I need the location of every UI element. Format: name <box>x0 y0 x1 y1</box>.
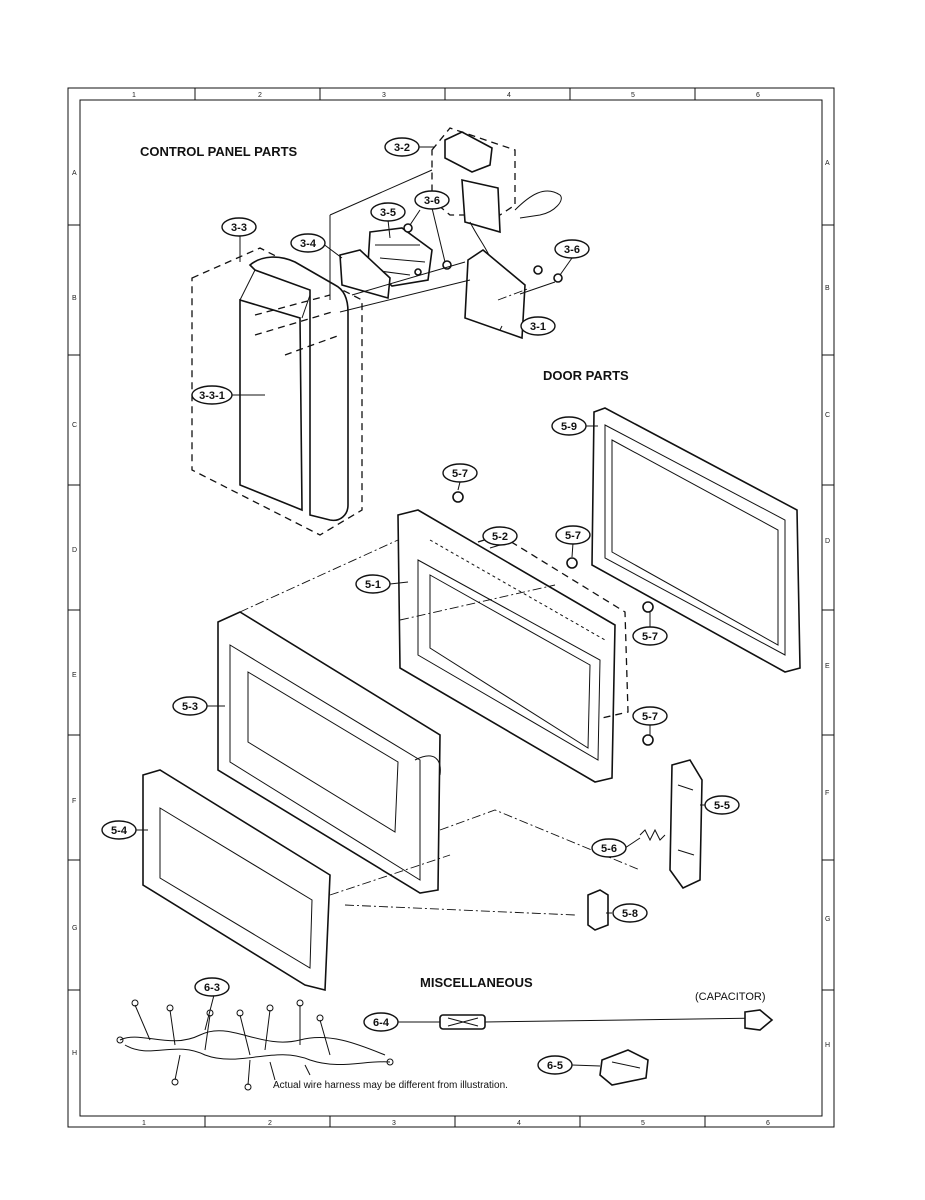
callout-5-7-bottom-label: 5-7 <box>642 711 658 723</box>
callout-5-7-right[interactable]: 5-7 <box>632 626 668 646</box>
callout-3-3-label: 3-3 <box>231 222 247 234</box>
callout-3-3[interactable]: 3-3 <box>221 217 257 237</box>
capacitor-label: (CAPACITOR) <box>695 991 766 1003</box>
callout-3-6-lower-label: 3-6 <box>564 244 580 256</box>
callout-5-1[interactable]: 5-1 <box>355 574 391 594</box>
grid-row-g-right: G <box>825 916 830 923</box>
grid-col-2-bottom: 2 <box>268 1120 272 1127</box>
callout-6-3[interactable]: 6-3 <box>194 977 230 997</box>
grid-row-b-right: B <box>825 285 830 292</box>
callout-3-3-1[interactable]: 3-3-1 <box>191 385 233 405</box>
grid-col-3-top: 3 <box>382 92 386 99</box>
grid-col-2-top: 2 <box>258 92 262 99</box>
callout-6-5[interactable]: 6-5 <box>537 1055 573 1075</box>
grid-col-1-top: 1 <box>132 92 136 99</box>
callout-6-3-label: 6-3 <box>204 982 220 994</box>
callout-5-6-label: 5-6 <box>601 843 617 855</box>
callout-5-1-label: 5-1 <box>365 579 381 591</box>
callout-5-7-top-label: 5-7 <box>452 468 468 480</box>
callout-3-6-upper-label: 3-6 <box>424 195 440 207</box>
section-title-door: DOOR PARTS <box>543 368 629 383</box>
door-group <box>142 407 801 992</box>
callout-5-4-label: 5-4 <box>111 825 128 837</box>
callout-6-4[interactable]: 6-4 <box>363 1012 399 1032</box>
grid-row-e-right: E <box>825 663 830 670</box>
drawing-frame: 1 2 3 4 5 6 1 2 3 4 5 6 A B C D E F G H … <box>67 87 835 1128</box>
callout-5-2[interactable]: 5-2 <box>482 526 518 546</box>
part-callouts: 3-2 3-3 3-4 3-5 3-6 3-6 3-1 3-3-1 <box>101 137 740 1075</box>
grid-col-5-top: 5 <box>631 92 635 99</box>
callout-5-7-mid[interactable]: 5-7 <box>555 525 591 545</box>
callout-5-7-mid-label: 5-7 <box>565 530 581 542</box>
grid-row-a-left: A <box>72 170 77 177</box>
callout-3-6-lower[interactable]: 3-6 <box>554 239 590 259</box>
grid-row-h-right: H <box>825 1042 830 1049</box>
grid-col-4-top: 4 <box>507 92 511 99</box>
callout-5-5-label: 5-5 <box>714 800 730 812</box>
callout-3-4[interactable]: 3-4 <box>290 233 326 253</box>
callout-3-2[interactable]: 3-2 <box>384 137 420 157</box>
callout-5-2-label: 5-2 <box>492 531 508 543</box>
grid-row-g-left: G <box>72 925 77 932</box>
callout-6-5-label: 6-5 <box>547 1060 563 1072</box>
grid-row-h-left: H <box>72 1050 77 1057</box>
grid-col-3-bottom: 3 <box>392 1120 396 1127</box>
grid-col-4-bottom: 4 <box>517 1120 521 1127</box>
grid-col-1-bottom: 1 <box>142 1120 146 1127</box>
grid-row-a-right: A <box>825 160 830 167</box>
callout-5-9-label: 5-9 <box>561 421 577 433</box>
leader-lines <box>136 146 706 1067</box>
callout-3-1[interactable]: 3-1 <box>520 316 556 336</box>
section-title-misc: MISCELLANEOUS <box>420 975 533 990</box>
callout-5-8-label: 5-8 <box>622 908 638 920</box>
callout-3-1-label: 3-1 <box>530 321 546 333</box>
grid-row-c-left: C <box>72 422 77 429</box>
grid-row-d-right: D <box>825 538 830 545</box>
grid-col-6-bottom: 6 <box>766 1120 770 1127</box>
callout-5-4[interactable]: 5-4 <box>101 820 137 840</box>
callout-5-7-bottom[interactable]: 5-7 <box>632 706 668 726</box>
callout-3-5-label: 3-5 <box>380 207 396 219</box>
grid-col-5-bottom: 5 <box>641 1120 645 1127</box>
grid-row-e-left: E <box>72 672 77 679</box>
harness-note: Actual wire harness may be different fro… <box>273 1080 508 1091</box>
callout-3-2-label: 3-2 <box>394 142 410 154</box>
callout-3-5[interactable]: 3-5 <box>370 202 406 222</box>
callout-5-8[interactable]: 5-8 <box>612 903 648 923</box>
callout-5-9[interactable]: 5-9 <box>551 416 587 436</box>
callout-3-3-1-label: 3-3-1 <box>199 390 225 402</box>
section-title-control-panel: CONTROL PANEL PARTS <box>140 144 298 159</box>
grid-row-f-left: F <box>72 798 76 805</box>
callout-5-5[interactable]: 5-5 <box>704 795 740 815</box>
grid-row-d-left: D <box>72 547 77 554</box>
misc-group <box>116 999 774 1091</box>
callout-3-4-label: 3-4 <box>300 238 317 250</box>
callout-5-3[interactable]: 5-3 <box>172 696 208 716</box>
callout-5-3-label: 5-3 <box>182 701 198 713</box>
callout-5-7-top[interactable]: 5-7 <box>442 463 478 483</box>
grid-row-f-right: F <box>825 790 829 797</box>
callout-5-7-right-label: 5-7 <box>642 631 658 643</box>
callout-3-6-upper[interactable]: 3-6 <box>414 190 450 210</box>
callout-5-6[interactable]: 5-6 <box>591 838 627 858</box>
grid-col-6-top: 6 <box>756 92 760 99</box>
control-panel-group <box>191 127 563 536</box>
callout-6-4-label: 6-4 <box>373 1017 390 1029</box>
grid-row-c-right: C <box>825 412 830 419</box>
grid-row-b-left: B <box>72 295 77 302</box>
